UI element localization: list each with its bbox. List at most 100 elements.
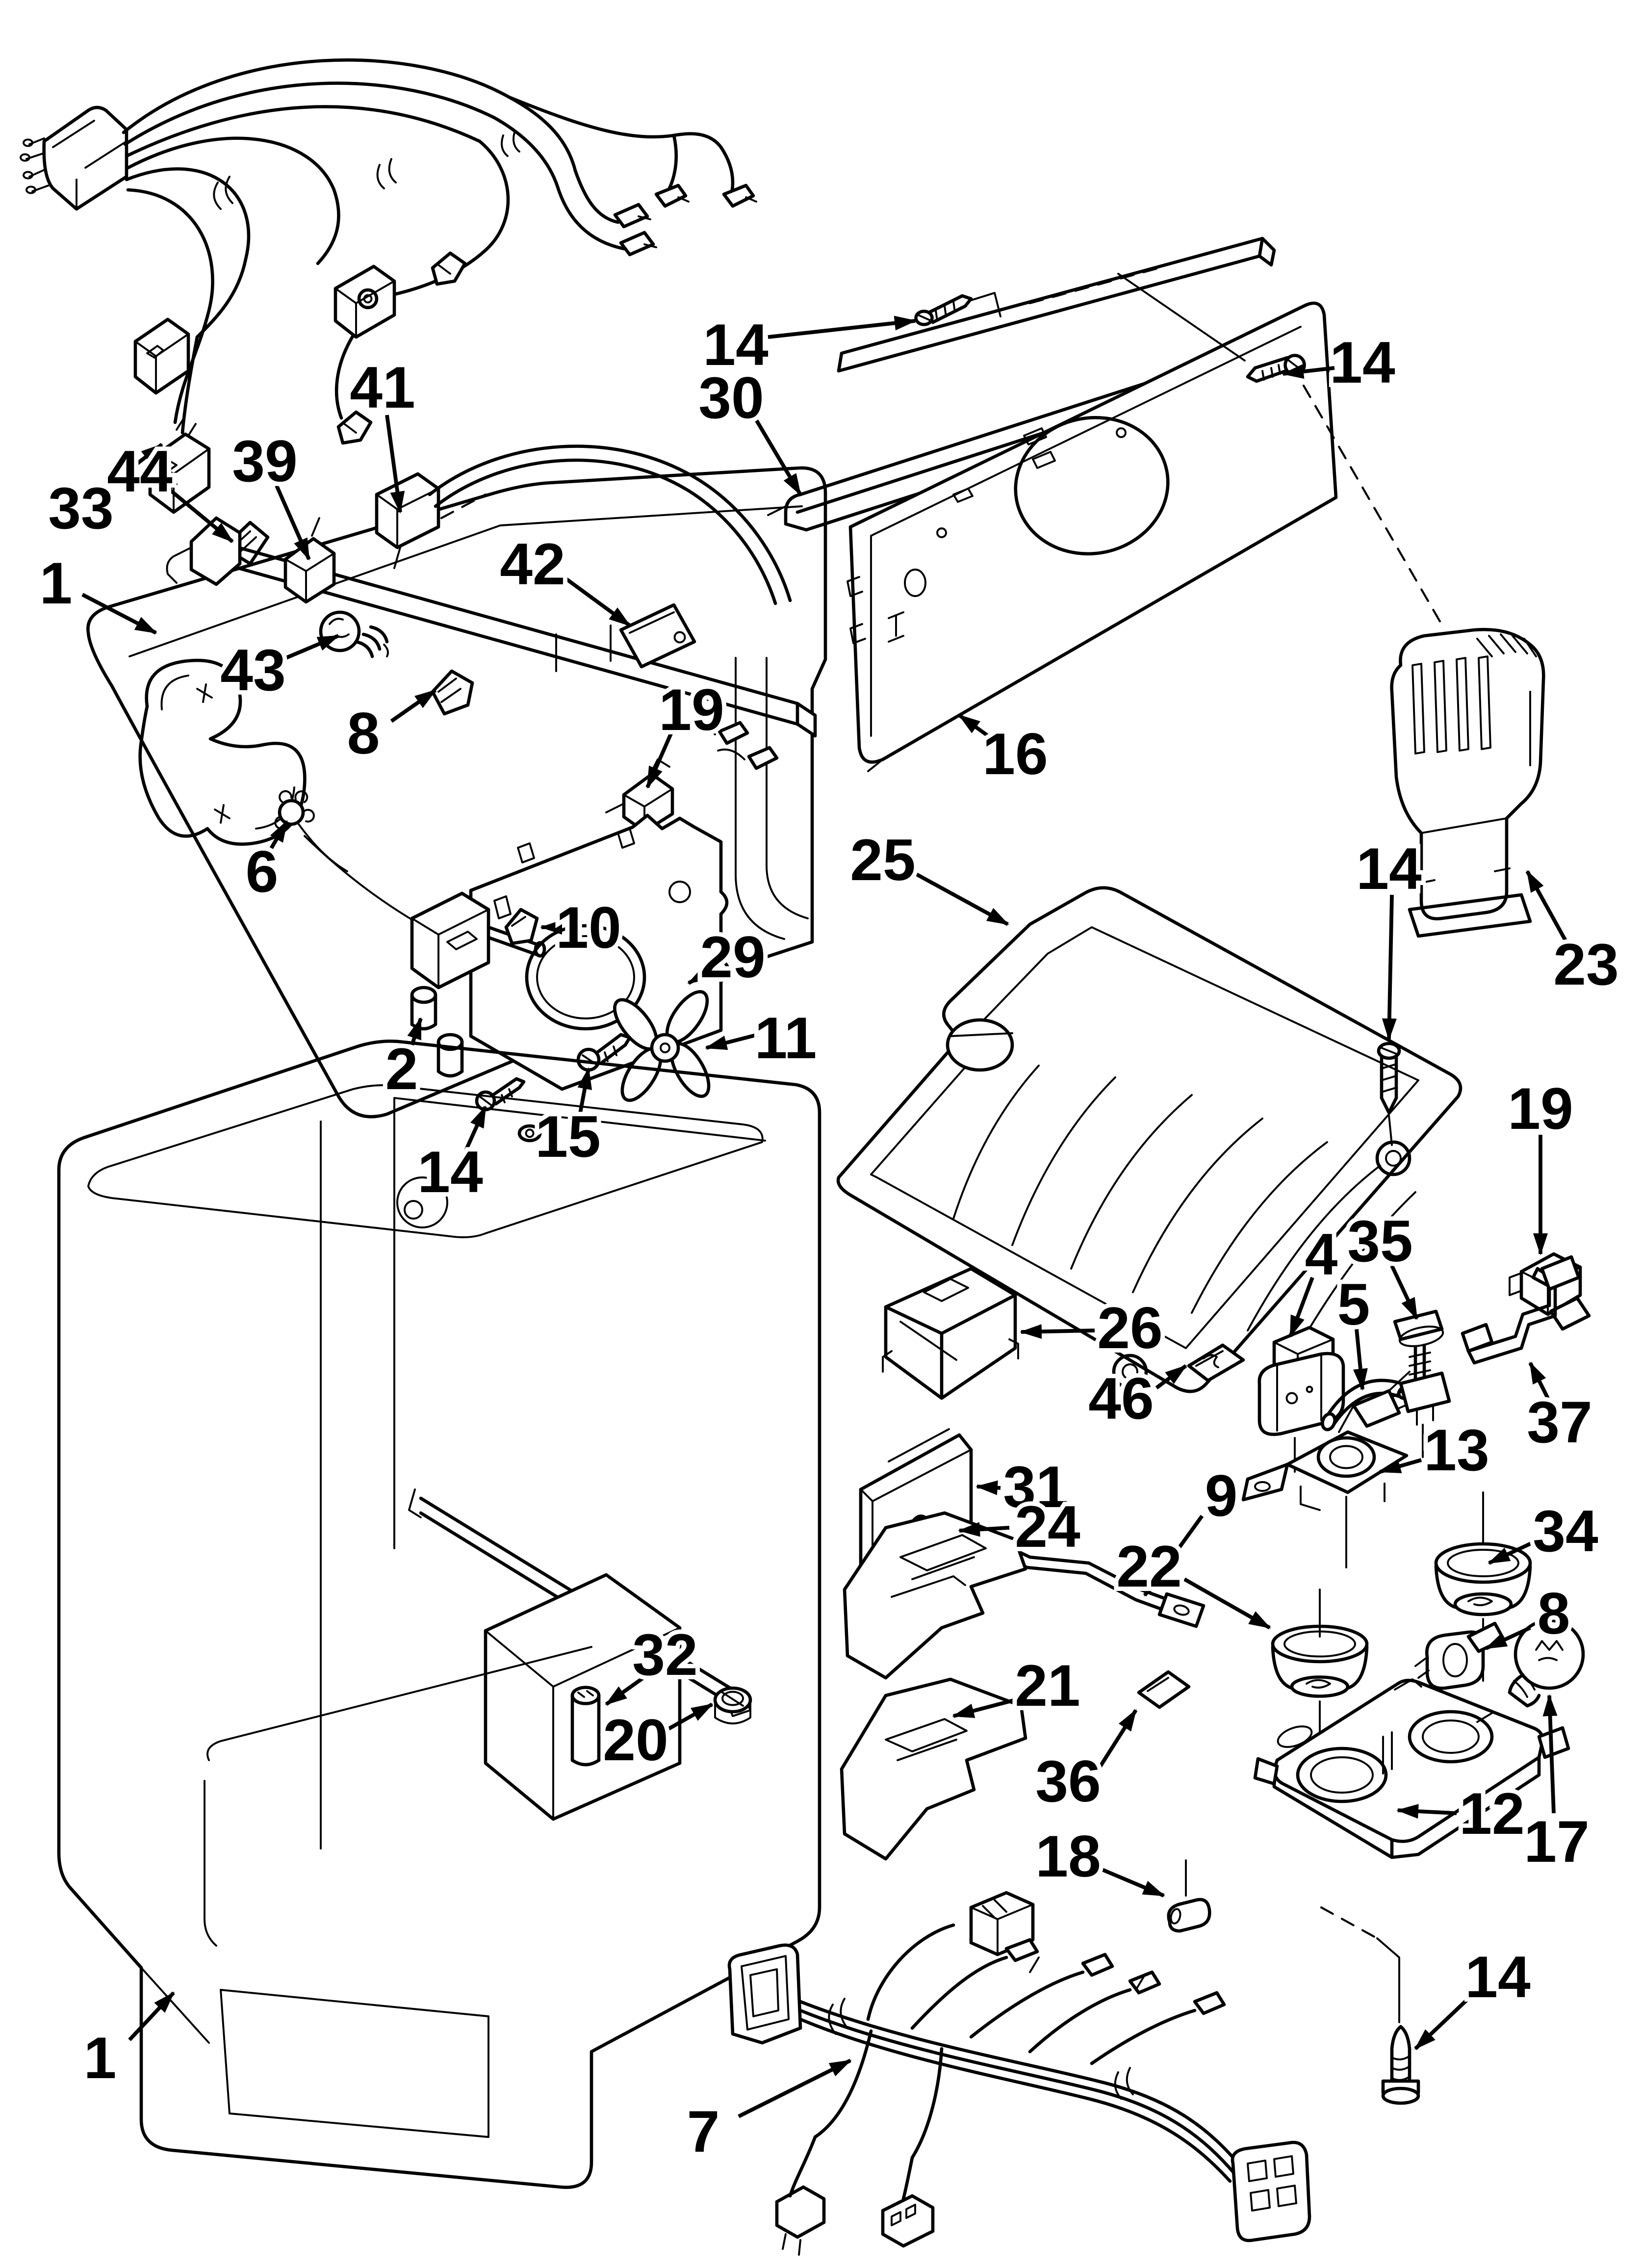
callout-leader-13 [1379, 1458, 1422, 1474]
callout-leader-44 [163, 484, 234, 544]
callout-label-7: 7 [687, 2099, 720, 2164]
callout-label-12: 12 [1459, 1781, 1524, 1847]
callout-leader-36 [1096, 1709, 1138, 1772]
callout-leader-14 [768, 315, 917, 339]
part-drain-pump-13 [1241, 1371, 1411, 1568]
callout-label-11: 11 [755, 1005, 817, 1071]
callout-leader-11 [705, 1033, 758, 1050]
callout-label-42: 42 [500, 531, 565, 597]
callout-label-14: 14 [417, 1139, 483, 1205]
callout-label-33: 33 [48, 475, 113, 541]
part-damper-26 [882, 1267, 1019, 1400]
callout-leader-5 [1353, 1329, 1368, 1391]
bulb-clip-8 [431, 669, 474, 716]
part-fan-assembly [410, 813, 730, 1143]
harness7-relay [969, 1891, 1035, 1956]
callout-label-8: 8 [347, 701, 380, 766]
callout-label-46: 46 [1088, 1366, 1154, 1432]
light-bulb-43 [319, 610, 389, 658]
callout-leader-32 [605, 1673, 649, 1706]
callout-label-1: 1 [84, 2025, 117, 2091]
harness7-plug-3pin [881, 2156, 935, 2248]
callout-leader-12 [1396, 1804, 1457, 1819]
callout-label-35: 35 [1347, 1208, 1412, 1274]
callout-label-37: 37 [1527, 1389, 1592, 1455]
standoff-32 [570, 1686, 601, 1767]
callout-label-19: 19 [659, 677, 724, 743]
callout-leader-42 [562, 575, 631, 627]
callout-leader-14 [1414, 1994, 1473, 2050]
callout-label-31: 31 [1003, 1454, 1068, 1520]
callout-label-16: 16 [982, 721, 1048, 787]
callout-leader-2 [407, 1017, 423, 1046]
callout-leader-39 [275, 485, 311, 561]
callout-label-14: 14 [1330, 330, 1395, 395]
part-rear-panel-16 [767, 236, 1446, 772]
callout-leader-16 [958, 713, 992, 739]
callout-label-10: 10 [556, 895, 621, 961]
callout-leader-23 [1525, 870, 1567, 941]
callout-label-32: 32 [632, 1622, 697, 1688]
part-bulb-17 [1508, 1618, 1585, 1708]
callout-leader-34 [1488, 1540, 1534, 1565]
callout-label-41: 41 [350, 355, 415, 420]
part-bracket-37 [1461, 1255, 1581, 1365]
callout-leader-30 [751, 414, 802, 496]
callout-label-15: 15 [535, 1104, 600, 1170]
callout-label-21: 21 [1015, 1653, 1080, 1719]
callout-label-34: 34 [1533, 1498, 1598, 1564]
callout-leader-22 [1183, 1577, 1271, 1630]
callout-label-43: 43 [220, 637, 285, 703]
callout-leader-8 [390, 688, 437, 723]
callout-leader-18 [1097, 1866, 1165, 1898]
part-plunger-35 [1389, 1309, 1451, 1458]
callout-leader-20 [664, 1702, 714, 1733]
callout-label-9: 9 [1205, 1463, 1238, 1529]
nameplate-42 [619, 603, 696, 669]
callout-label-17: 17 [1524, 1809, 1589, 1875]
part-control-housing-12 [1253, 1678, 1570, 1859]
callout-label-44: 44 [107, 439, 173, 504]
callout-label-29: 29 [700, 924, 765, 990]
callout-leader-14 [1282, 364, 1335, 379]
callout-label-23: 23 [1553, 932, 1618, 997]
callout-label-14: 14 [703, 312, 769, 378]
callout-leader-1 [81, 593, 157, 635]
callout-leader-35 [1390, 1265, 1419, 1320]
callout-leader-46 [1155, 1364, 1187, 1390]
part-duct-24 [843, 1511, 1027, 1680]
callout-leader-4 [1288, 1277, 1314, 1338]
callout-label-22: 22 [1116, 1534, 1181, 1599]
callout-leader-15 [577, 1067, 592, 1116]
callout-label-19: 19 [1508, 1076, 1573, 1142]
fan-blade-11 [613, 990, 711, 1102]
screw-14-pan [1377, 1042, 1401, 1146]
callout-leader-6 [269, 820, 289, 850]
callout-leader-21 [952, 1698, 1016, 1718]
part-air-tower-23 [1390, 627, 1545, 938]
callout-leader-17 [1542, 1694, 1558, 1814]
callout-leader-8 [1485, 1626, 1531, 1650]
callout-leader-7 [738, 2059, 852, 2118]
part-liner-top [86, 466, 827, 1119]
defrost-thermostat-39 [283, 517, 336, 604]
callout-label-39: 39 [232, 428, 297, 494]
callout-label-14: 14 [1356, 836, 1422, 902]
harness-switch-box [334, 264, 396, 339]
harness7-plug-2pin [775, 2135, 826, 2256]
liner-kidney-gasket [138, 658, 307, 846]
part-drain-pan-25 [836, 886, 1462, 1393]
harness-spade-terminals [613, 183, 757, 257]
callout-leader-1 [128, 1991, 175, 2041]
part-bowl-34 [1434, 1491, 1532, 1682]
callout-leader-14 [1382, 894, 1397, 1041]
harness7-right-connector [1231, 2140, 1311, 2242]
callout-leader-9 [1143, 1514, 1204, 1597]
part-bulb-18 [1167, 1859, 1211, 1933]
callout-label-14: 14 [1465, 1944, 1531, 2010]
callout-label-30: 30 [698, 365, 764, 431]
screw-14-fan [475, 1077, 526, 1112]
